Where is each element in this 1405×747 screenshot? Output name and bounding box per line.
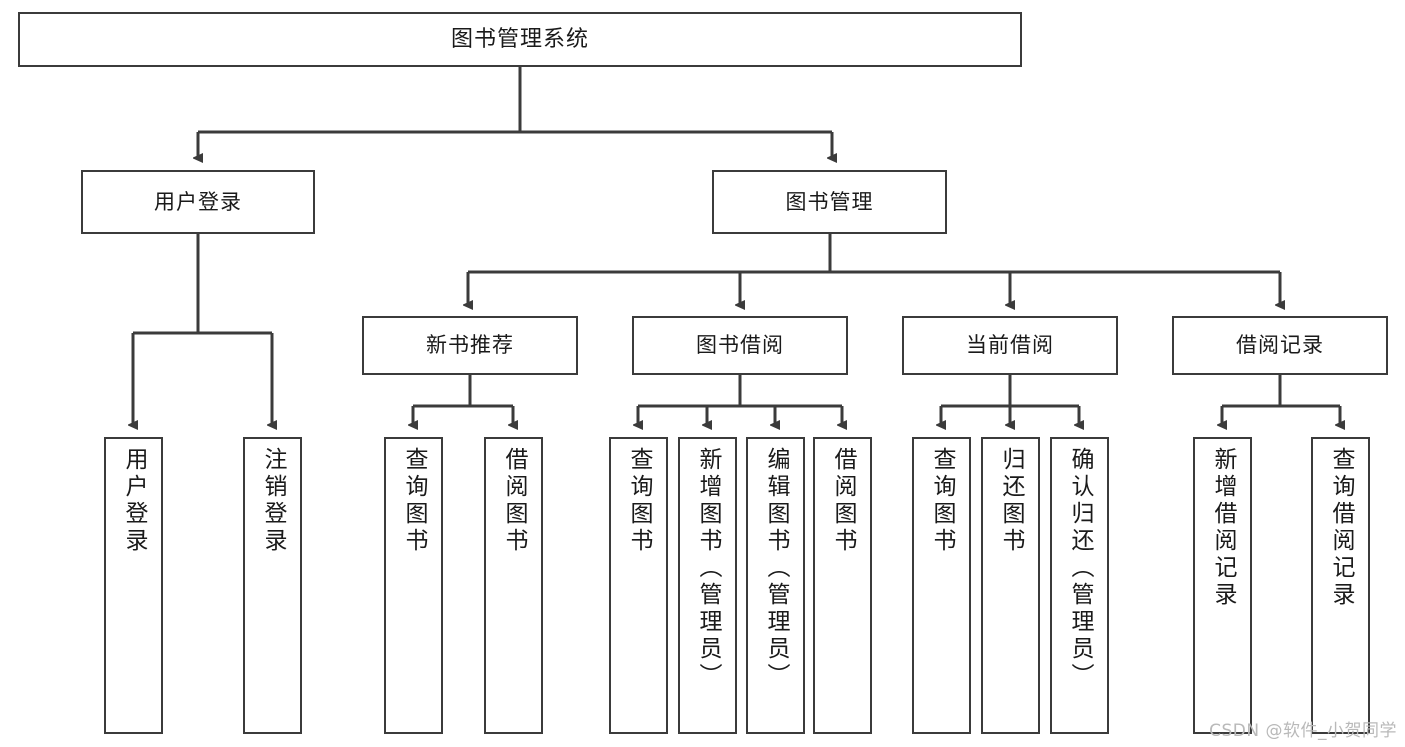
- node-borrow-record[interactable]: 借阅记录: [1172, 316, 1388, 375]
- node-leaf-add-book-label: 新增图书（管理员）: [695, 447, 721, 690]
- node-leaf-query-book-3-label: 查询图书: [929, 447, 955, 555]
- node-leaf-user-login[interactable]: 用户登录: [104, 437, 163, 734]
- node-leaf-return-book[interactable]: 归还图书: [981, 437, 1040, 734]
- node-book-manage-label: 图书管理: [785, 189, 874, 214]
- node-leaf-user-login-label: 用户登录: [121, 447, 147, 555]
- node-leaf-user-logout[interactable]: 注销登录: [243, 437, 302, 734]
- node-leaf-borrow-book-2-label: 借阅图书: [830, 447, 856, 555]
- node-book-manage[interactable]: 图书管理: [712, 170, 947, 234]
- node-leaf-user-logout-label: 注销登录: [260, 447, 286, 555]
- node-leaf-borrow-book-1[interactable]: 借阅图书: [484, 437, 543, 734]
- node-leaf-query-record-label: 查询借阅记录: [1328, 447, 1354, 609]
- node-leaf-borrow-book-2[interactable]: 借阅图书: [813, 437, 872, 734]
- node-user-login[interactable]: 用户登录: [81, 170, 315, 234]
- node-user-login-label: 用户登录: [154, 189, 242, 214]
- node-leaf-borrow-book-1-label: 借阅图书: [501, 447, 527, 555]
- node-leaf-add-record-label: 新增借阅记录: [1210, 447, 1236, 609]
- node-book-borrow[interactable]: 图书借阅: [632, 316, 848, 375]
- node-leaf-confirm-return-label: 确认归还（管理员）: [1067, 447, 1093, 690]
- node-leaf-query-book-1[interactable]: 查询图书: [384, 437, 443, 734]
- node-root-label: 图书管理系统: [450, 26, 589, 52]
- node-borrow-record-label: 借阅记录: [1236, 333, 1324, 358]
- node-leaf-confirm-return[interactable]: 确认归还（管理员）: [1050, 437, 1109, 734]
- node-leaf-add-book[interactable]: 新增图书（管理员）: [678, 437, 737, 734]
- node-new-book-rec-label: 新书推荐: [426, 333, 514, 358]
- node-leaf-edit-book-label: 编辑图书（管理员）: [763, 447, 789, 690]
- node-leaf-query-book-2[interactable]: 查询图书: [609, 437, 668, 734]
- node-current-borrow-label: 当前借阅: [966, 333, 1054, 358]
- node-book-borrow-label: 图书借阅: [696, 333, 784, 358]
- node-leaf-add-record[interactable]: 新增借阅记录: [1193, 437, 1252, 734]
- node-new-book-rec[interactable]: 新书推荐: [362, 316, 578, 375]
- node-leaf-query-book-1-label: 查询图书: [401, 447, 427, 555]
- node-leaf-query-book-3[interactable]: 查询图书: [912, 437, 971, 734]
- node-leaf-query-record[interactable]: 查询借阅记录: [1311, 437, 1370, 734]
- node-leaf-edit-book[interactable]: 编辑图书（管理员）: [746, 437, 805, 734]
- node-root[interactable]: 图书管理系统: [18, 12, 1022, 67]
- watermark: CSDN @软件_小贺同学: [1209, 721, 1397, 741]
- node-leaf-return-book-label: 归还图书: [998, 447, 1024, 555]
- node-leaf-query-book-2-label: 查询图书: [626, 447, 652, 555]
- node-current-borrow[interactable]: 当前借阅: [902, 316, 1118, 375]
